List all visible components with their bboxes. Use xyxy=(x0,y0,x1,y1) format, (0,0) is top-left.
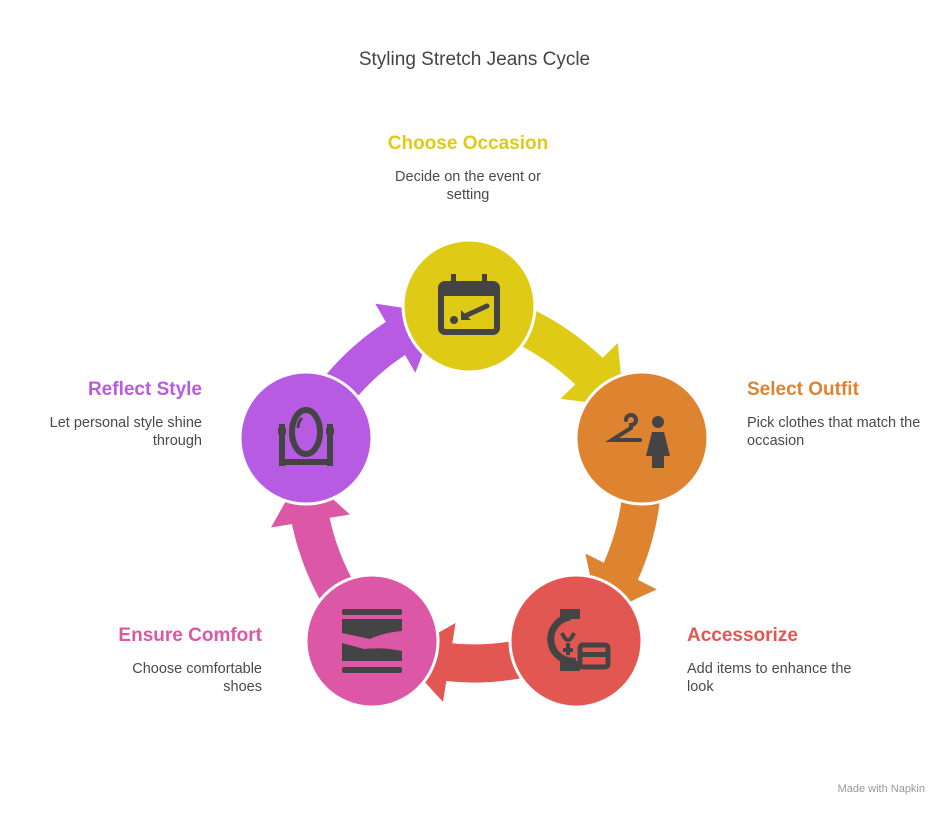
shoes-icon xyxy=(342,609,402,673)
step-desc-accessorize: Add items to enhance the look xyxy=(687,661,852,695)
step-desc-reflect-style: Let personal style shine through xyxy=(49,415,202,449)
step-node-reflect-style xyxy=(238,370,374,506)
step-label-reflect-style: Reflect Style xyxy=(87,379,202,400)
step-node-choose-occasion xyxy=(401,238,537,374)
step-desc-choose-occasion: Decide on the event or setting xyxy=(395,169,541,203)
step-node-ensure-comfort xyxy=(304,573,440,709)
footer-credit: Made with Napkin xyxy=(837,783,925,795)
step-label-select-outfit: Select Outfit xyxy=(747,379,859,400)
calendar-icon xyxy=(438,274,500,335)
step-label-ensure-comfort: Ensure Comfort xyxy=(118,625,262,646)
step-desc-select-outfit: Pick clothes that match the occasion xyxy=(747,415,921,449)
step-node-select-outfit xyxy=(574,370,710,506)
step-node-accessorize xyxy=(508,573,644,709)
watch-card-icon xyxy=(547,609,611,671)
step-label-choose-occasion: Choose Occasion xyxy=(387,133,549,154)
step-label-accessorize: Accessorize xyxy=(687,625,798,646)
step-desc-ensure-comfort: Choose comfortable shoes xyxy=(132,661,262,695)
hanger-person-icon xyxy=(605,413,670,468)
mirror-icon xyxy=(278,407,334,466)
diagram-title: Styling Stretch Jeans Cycle xyxy=(358,49,591,70)
